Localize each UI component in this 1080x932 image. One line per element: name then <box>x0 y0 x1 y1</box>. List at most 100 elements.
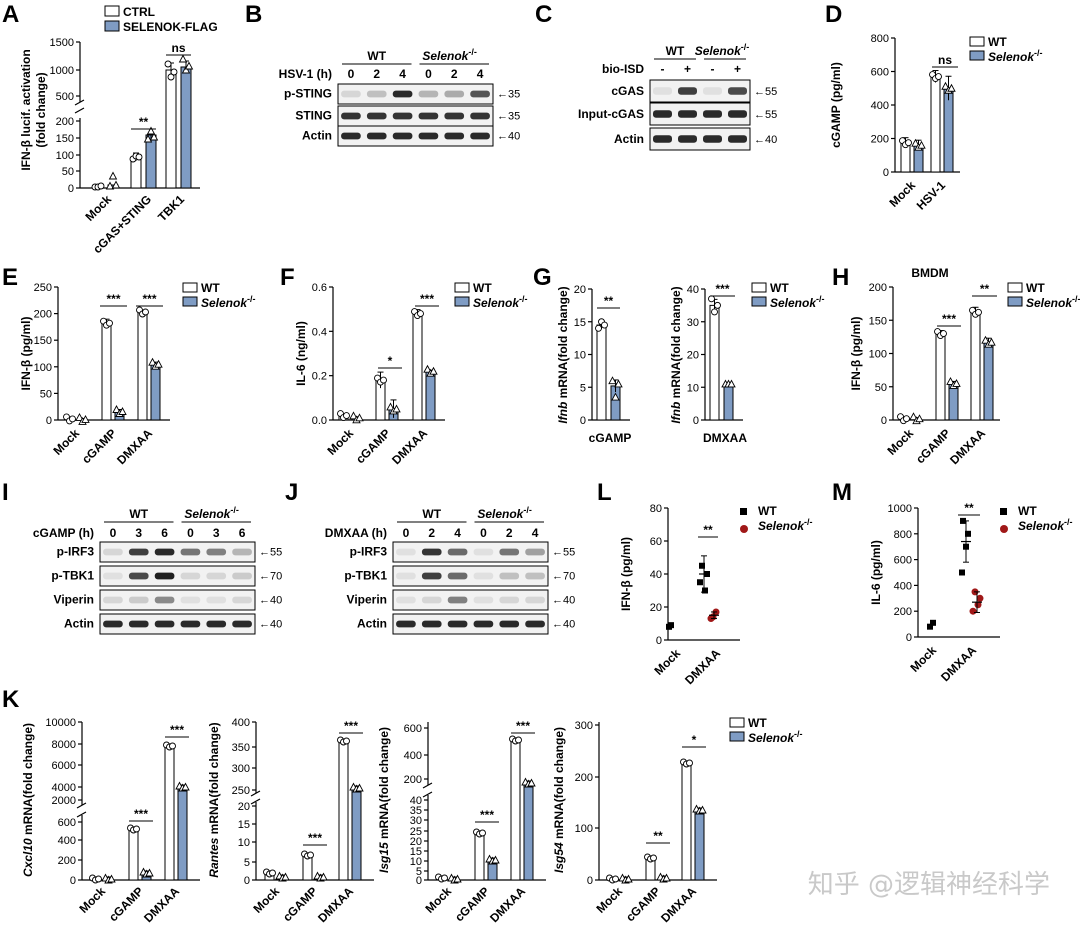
y-tick-label: 0 <box>46 415 52 427</box>
blot-strip <box>649 102 751 126</box>
data-point <box>662 873 671 882</box>
bar <box>338 740 349 881</box>
blot-band <box>206 596 227 604</box>
lane-label: + <box>684 62 691 76</box>
x-category-label: DMXAA <box>315 884 356 925</box>
significance-mark: ** <box>604 294 614 308</box>
data-point <box>133 825 140 833</box>
blot-band <box>525 620 545 628</box>
y-tick-label: 350 <box>232 742 250 754</box>
bar <box>425 370 436 421</box>
data-point <box>903 415 910 423</box>
blot-band <box>154 620 175 628</box>
x-category-label: DMXAA <box>141 884 182 925</box>
x-category-label: DMXAA <box>487 884 528 925</box>
panel-label: G <box>533 264 552 291</box>
lane-label: 4 <box>399 67 406 81</box>
blot-band <box>128 596 149 604</box>
blot-band <box>396 572 416 580</box>
y-axis-label: Rantes mRNA(fold change) <box>207 722 221 877</box>
significance-mark: ns <box>171 41 185 55</box>
data-point <box>69 415 76 423</box>
y-tick-label: 10 <box>574 350 586 362</box>
x-category-label: cGAMP <box>353 426 393 466</box>
y-tick-label: 0 <box>70 875 76 887</box>
legend-ko-label: Selenok-/- <box>988 48 1043 64</box>
bar <box>150 363 161 421</box>
blot-strip <box>99 541 256 563</box>
bar <box>694 809 705 881</box>
y-tick-label: 0.4 <box>312 326 327 338</box>
legend-wt-label: WT <box>748 716 767 730</box>
blot-band <box>447 596 468 604</box>
blot-group-wt: WT <box>422 507 441 521</box>
y-tick-label: 100 <box>575 823 593 835</box>
blot-band <box>678 110 697 118</box>
significance-mark: *** <box>170 723 184 737</box>
data-point <box>612 875 619 883</box>
significance-mark: *** <box>942 312 956 326</box>
significance-mark: *** <box>420 292 434 306</box>
panel-title: BMDM <box>911 266 948 280</box>
y-tick-label: 800 <box>894 529 912 541</box>
data-point-wt <box>702 587 708 594</box>
axis-break <box>250 798 261 805</box>
x-category-label: DMXAA <box>658 884 699 925</box>
data-point <box>601 321 608 329</box>
data-point <box>143 134 153 143</box>
blot-band <box>103 572 123 580</box>
data-point <box>423 364 432 373</box>
blot-band <box>206 548 227 556</box>
blot-group-sup: -/- <box>741 42 750 52</box>
blot-strip <box>99 589 256 611</box>
data-point <box>975 308 982 316</box>
legend-wt-swatch <box>1007 282 1023 293</box>
data-point <box>148 357 157 366</box>
data-point <box>727 379 736 388</box>
y-tick-label: 0 <box>906 632 912 644</box>
blot-band <box>392 112 413 120</box>
legend-ko-swatch <box>751 296 767 307</box>
y-tick-label: 8000 <box>52 739 76 751</box>
blot-band <box>180 596 201 604</box>
y-tick-label: 35 <box>410 805 422 817</box>
y-tick-label: 0 <box>244 875 250 887</box>
bar <box>948 382 959 421</box>
lane-label: 3 <box>213 526 220 540</box>
data-point <box>97 182 105 190</box>
lane-label: 6 <box>239 526 246 540</box>
panel-label: C <box>535 1 552 28</box>
bar <box>970 311 981 421</box>
bar <box>164 745 175 881</box>
y-tick-label: 30 <box>410 815 422 827</box>
blot-band <box>206 620 227 628</box>
significance-mark: *** <box>715 282 729 296</box>
blot-row-label: Viperin <box>54 593 94 607</box>
x-category-label: Mock <box>594 884 626 916</box>
y-axis-label: Cxcl10 mRNA(fold change) <box>21 723 35 877</box>
data-point-wt <box>697 579 703 586</box>
y-axis-label: IFN-β (pg/ml) <box>19 317 33 391</box>
blot-band <box>366 112 387 120</box>
blot-condition-label: HSV-1 (h) <box>279 67 332 81</box>
data-point <box>491 855 500 864</box>
x-category-label: DMXAA <box>938 643 979 684</box>
blot-row-label: p-STING <box>284 87 332 101</box>
blot-band <box>396 548 416 556</box>
significance-mark: ** <box>980 282 990 296</box>
blot-band <box>154 572 175 580</box>
data-point <box>711 308 718 316</box>
mw-marker: ←55 <box>259 547 282 559</box>
blot-row-label: cGAS <box>611 84 644 98</box>
blot-band <box>418 112 439 120</box>
y-axis-label: Ifnb mRNA(fold change) <box>669 286 683 423</box>
data-point <box>987 337 996 346</box>
bar <box>177 786 188 881</box>
y-tick-label: 200 <box>869 282 887 294</box>
data-point <box>611 392 620 401</box>
blot-band <box>473 548 494 556</box>
significance-mark: *** <box>344 719 358 733</box>
y-tick-label: 10 <box>238 837 250 849</box>
blot-band <box>525 596 545 604</box>
data-point <box>952 378 961 387</box>
